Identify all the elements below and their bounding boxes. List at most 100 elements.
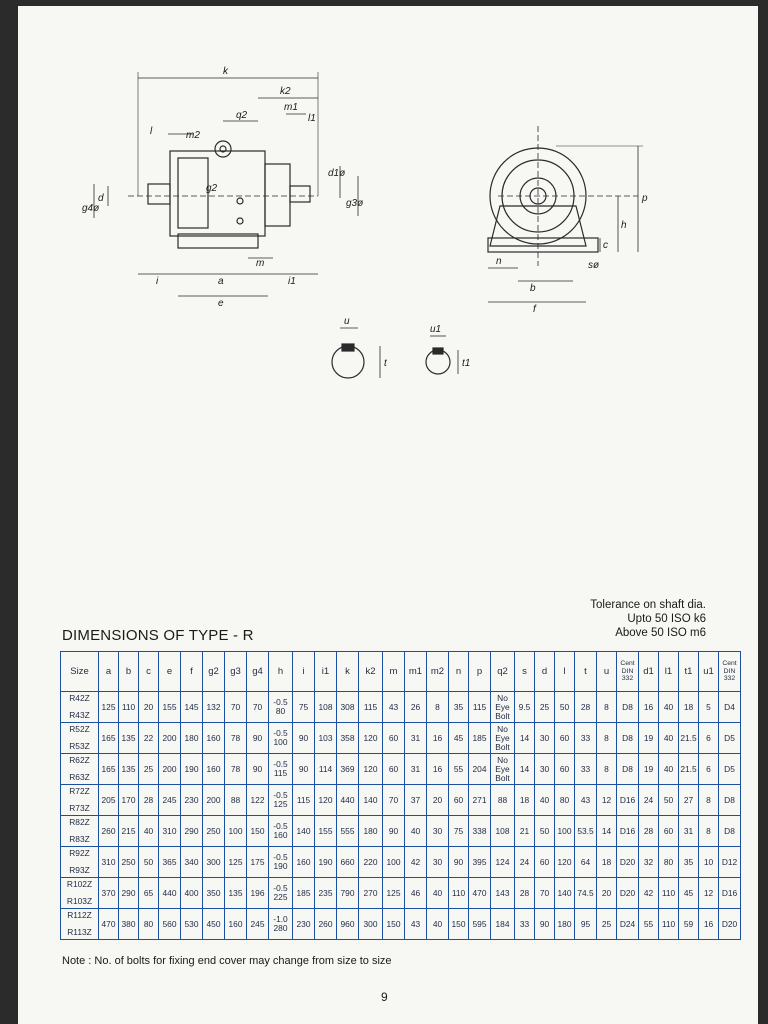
table-cell: 115 xyxy=(292,784,315,816)
table-cell: 64 xyxy=(574,846,597,878)
h-tolerance: -0.5 xyxy=(273,821,288,831)
table-cell: 40 xyxy=(426,877,449,909)
column-header: q2 xyxy=(490,651,515,692)
table-cell: 150 xyxy=(448,908,469,940)
table-cell: 125 xyxy=(382,877,405,909)
table-cell: 165 xyxy=(98,722,119,754)
table-cell: 395 xyxy=(468,846,491,878)
table-cell: 8 xyxy=(596,753,617,785)
column-header: a xyxy=(98,651,119,692)
table-cell: 80 xyxy=(658,846,679,878)
table-cell: 90 xyxy=(448,846,469,878)
table-cell: 60 xyxy=(534,846,555,878)
table-cell: 60 xyxy=(658,815,679,847)
table-cell: 132 xyxy=(202,691,225,723)
table-cell: 20 xyxy=(596,877,617,909)
table-cell: 35 xyxy=(678,846,699,878)
table-cell: 155 xyxy=(158,691,181,723)
table-cell: 160 xyxy=(292,846,315,878)
column-header: k2 xyxy=(358,651,383,692)
column-header: Cent DIN 332 xyxy=(718,651,741,692)
table-cell: 31 xyxy=(678,815,699,847)
table-cell: 55 xyxy=(638,908,659,940)
table-cell: 24 xyxy=(638,784,659,816)
table-cell: 180 xyxy=(554,908,575,940)
table-cell: 108 xyxy=(314,691,337,723)
table-cell: 530 xyxy=(180,908,203,940)
table-cell: 310 xyxy=(98,846,119,878)
table-cell: 14 xyxy=(596,815,617,847)
table-cell: 45 xyxy=(448,722,469,754)
table-cell: 108 xyxy=(490,815,515,847)
table-cell: 12 xyxy=(698,877,719,909)
table-cell: D8 xyxy=(616,691,639,723)
table-cell: 115 xyxy=(358,691,383,723)
table-cell: 40 xyxy=(658,691,679,723)
table-cell: 160 xyxy=(224,908,247,940)
column-header: g2 xyxy=(202,651,225,692)
table-cell: 40 xyxy=(138,815,159,847)
table-cell: 60 xyxy=(382,722,405,754)
table-cell: 140 xyxy=(554,877,575,909)
table-cell: 18 xyxy=(678,691,699,723)
table-cell: 14 xyxy=(514,753,535,785)
table-cell: 40 xyxy=(426,908,449,940)
table-cell: 18 xyxy=(596,846,617,878)
dim-label-e: e xyxy=(218,298,224,309)
column-header: f xyxy=(180,651,203,692)
size-label-bottom: R63Z xyxy=(69,772,90,782)
table-cell: 310 xyxy=(158,815,181,847)
table-cell: 90 xyxy=(246,753,269,785)
table-cell: 10 xyxy=(698,846,719,878)
column-header: l xyxy=(554,651,575,692)
table-cell: 145 xyxy=(180,691,203,723)
dim-label-t: t xyxy=(384,358,388,369)
table-cell: 369 xyxy=(336,753,359,785)
table-cell: 78 xyxy=(224,722,247,754)
table-cell: D4 xyxy=(718,691,741,723)
h-value: 225 xyxy=(273,892,288,902)
table-cell: 125 xyxy=(224,846,247,878)
table-cell: 80 xyxy=(554,784,575,816)
table-cell: 560 xyxy=(158,908,181,940)
h-value: 115 xyxy=(273,768,288,778)
table-cell: 33 xyxy=(514,908,535,940)
tolerance-line-1: Tolerance on shaft dia. xyxy=(590,599,706,611)
table-cell: 5 xyxy=(698,691,719,723)
table-cell: 14 xyxy=(514,722,535,754)
table-cell: 40 xyxy=(658,753,679,785)
table-cell: 16 xyxy=(426,753,449,785)
table-cell: 28 xyxy=(138,784,159,816)
gearbox-dimension-drawing: k k2 q2 m1 l1 l m2 g2 d1ø g3ø g4ø d m i … xyxy=(82,66,648,379)
h-tolerance: -1.0 xyxy=(273,914,288,924)
table-cell: No Eye Bolt xyxy=(490,691,515,723)
column-header: l1 xyxy=(658,651,679,692)
table-cell: 28 xyxy=(574,691,597,723)
table-cell: 80 xyxy=(138,908,159,940)
table-cell: 555 xyxy=(336,815,359,847)
table-cell: 28 xyxy=(514,877,535,909)
table-cell: 150 xyxy=(382,908,405,940)
table-cell: 215 xyxy=(118,815,139,847)
table-cell: 25 xyxy=(596,908,617,940)
column-header: k xyxy=(336,651,359,692)
column-header: b xyxy=(118,651,139,692)
column-header: g3 xyxy=(224,651,247,692)
table-cell: 21.5 xyxy=(678,753,699,785)
h-value: 80 xyxy=(275,706,286,716)
table-cell: 135 xyxy=(118,753,139,785)
size-label-bottom: R113Z xyxy=(67,927,92,937)
table-cell: 100 xyxy=(382,846,405,878)
table-cell: 74.5 xyxy=(574,877,597,909)
table-cell: 33 xyxy=(574,722,597,754)
table-cell: 95 xyxy=(574,908,597,940)
table-cell: 300 xyxy=(358,908,383,940)
dim-label-g3: g3ø xyxy=(346,198,363,209)
table-cell: 110 xyxy=(658,908,679,940)
